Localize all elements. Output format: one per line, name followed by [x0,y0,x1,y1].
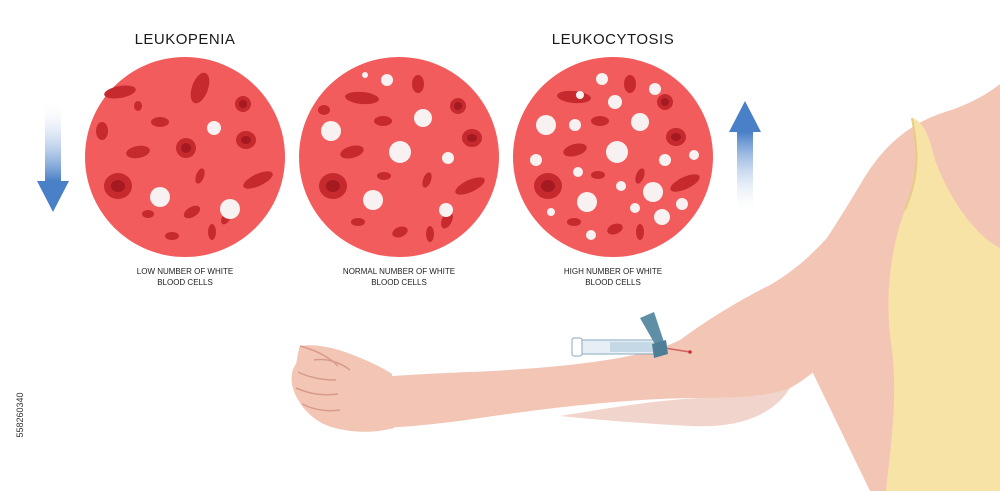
caption-low-line2: BLOOD CELLS [157,278,213,287]
caption-normal: NORMAL NUMBER OF WHITE BLOOD CELLS [299,266,499,288]
arrow-down-icon [37,103,69,212]
caption-high: HIGH NUMBER OF WHITE BLOOD CELLS [513,266,713,288]
caption-normal-line1: NORMAL NUMBER OF WHITE [342,267,456,276]
syringe-icon [571,312,692,358]
patient-torso [780,84,1000,491]
arrow-up-icon [729,101,761,212]
heading-leukopenia: LEUKOPENIA [134,31,236,48]
caption-high-line2: BLOOD CELLS [585,278,641,287]
patient-arm [291,180,887,432]
caption-normal-line2: BLOOD CELLS [371,278,427,287]
caption-low: LOW NUMBER OF WHITE BLOOD CELLS [85,266,285,288]
blood-sample-normal [299,57,499,257]
caption-low-line1: LOW NUMBER OF WHITE [136,267,234,276]
blood-sample-high [513,57,713,257]
heading-leukocytosis: LEUKOCYTOSIS [551,31,675,48]
blood-sample-low [85,57,285,257]
caption-high-line1: HIGH NUMBER OF WHITE [563,267,663,276]
side-id-text: 558260340 [15,392,25,438]
